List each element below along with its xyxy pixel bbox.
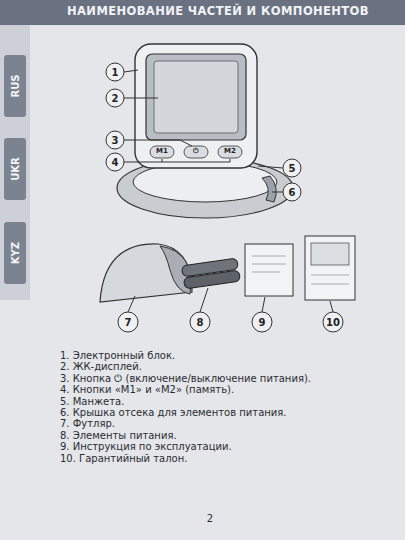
parts-list-item: 10. Гарантийный талон. [60, 453, 187, 464]
language-tab: RUS [10, 74, 21, 97]
button [218, 146, 242, 158]
title-band [0, 0, 405, 25]
electronic-unit [135, 44, 257, 168]
battery-cover [262, 176, 276, 202]
callout-number: 7 [125, 317, 132, 328]
parts-list-item: 2. ЖК-дисплей. [60, 361, 142, 372]
parts-list-item: 1. Электронный блок. [60, 350, 175, 361]
lcd-screen [154, 61, 238, 133]
parts-list-item: 4. Кнопки «M1» и «M2» (память). [60, 384, 234, 395]
button [184, 146, 208, 158]
button-label: ⏻ [193, 148, 199, 156]
side-strip [0, 0, 30, 300]
button-label: M1 [156, 148, 168, 156]
callout-number: 8 [197, 317, 204, 328]
warranty-card [305, 236, 355, 300]
callout-circles [106, 63, 343, 332]
callout-number: 4 [112, 157, 119, 168]
language-tab: UKR [10, 157, 21, 181]
callout-number: 2 [112, 93, 119, 104]
parts-list-item: 3. Кнопка ⏻ (включение/выключение питани… [60, 373, 311, 384]
language-tab [4, 138, 26, 200]
language-tab: KYZ [10, 242, 21, 264]
language-tab [4, 222, 26, 284]
page-number: 2 [207, 513, 213, 524]
callout-number: 1 [112, 67, 119, 78]
leader-lines [124, 70, 333, 312]
callout-number: 5 [289, 163, 296, 174]
parts-list-item: 7. Футляр. [60, 418, 115, 429]
language-tab [4, 55, 26, 117]
parts-list-item: 8. Элементы питания. [60, 430, 177, 441]
batteries [181, 258, 240, 289]
callout-number: 3 [112, 135, 119, 146]
lcd-frame [146, 54, 246, 140]
manual [245, 244, 293, 296]
button-label: M2 [224, 148, 236, 156]
callout-number: 9 [259, 317, 266, 328]
page-title: НАИМЕНОВАНИЕ ЧАСТЕЙ И КОМПОНЕНТОВ [67, 5, 369, 18]
parts-list-item: 9. Инструкция по эксплуатации. [60, 441, 232, 452]
parts-list-item: 6. Крышка отсека для элементов питания. [60, 407, 287, 418]
parts-list-item: 5. Манжета. [60, 396, 124, 407]
callout-number: 6 [289, 187, 296, 198]
callout-number: 10 [326, 317, 340, 328]
button [150, 146, 174, 158]
case [100, 244, 192, 302]
